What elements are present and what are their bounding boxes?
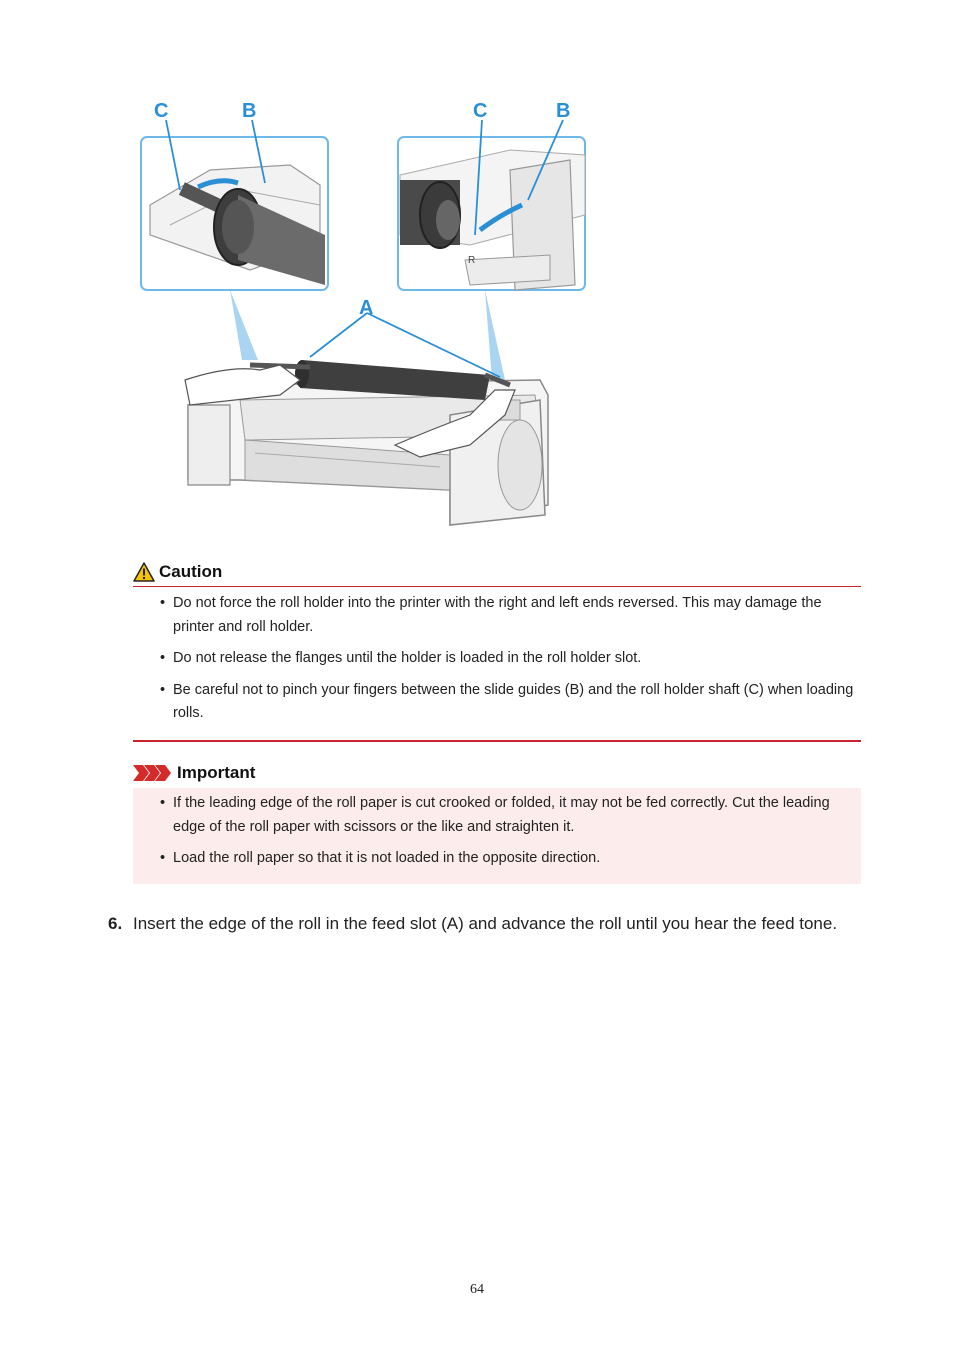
left-b-line <box>251 119 266 184</box>
left-hand <box>184 364 301 406</box>
step-6: 6. Insert the edge of the roll in the fe… <box>108 910 848 937</box>
caution-list: Do not force the roll holder into the pr… <box>160 592 860 734</box>
important-heading: Important <box>133 760 255 786</box>
printer-diagram: R C B C <box>140 100 586 526</box>
callout-c-right: C <box>473 100 487 122</box>
triple-chevron-icon <box>133 765 171 781</box>
roll-loading-illustration: R C B C <box>130 95 600 535</box>
printer-body <box>187 379 549 526</box>
important-item: If the leading edge of the roll paper is… <box>160 792 860 839</box>
left-c-line <box>165 119 181 191</box>
important-item: Load the roll paper so that it is not lo… <box>160 847 860 871</box>
callout-a: A <box>359 297 373 319</box>
caution-heading: Caution <box>133 558 861 587</box>
right-inset: R <box>397 136 586 291</box>
caution-item: Do not force the roll holder into the pr… <box>160 592 860 639</box>
important-list: If the leading edge of the roll paper is… <box>160 792 860 879</box>
important-title: Important <box>177 763 256 782</box>
callout-b-left: B <box>242 100 256 122</box>
callout-b-right: B <box>556 100 570 122</box>
right-c-line <box>474 119 483 236</box>
left-inset <box>140 136 329 291</box>
callout-c-left: C <box>154 100 168 122</box>
caution-item: Be careful not to pinch your fingers bet… <box>160 679 860 726</box>
a-callout-lines <box>309 312 501 378</box>
panel-mark-label: R <box>468 255 475 266</box>
step-number: 6. <box>108 914 123 933</box>
right-hand <box>393 389 516 458</box>
section-divider <box>133 740 861 742</box>
page-number: 64 <box>470 1282 484 1297</box>
caution-item: Do not release the flanges until the hol… <box>160 647 860 671</box>
warning-triangle-icon <box>133 562 155 582</box>
step-text: Insert the edge of the roll in the feed … <box>133 914 838 933</box>
right-b-line <box>527 119 564 201</box>
caution-title: Caution <box>159 562 223 581</box>
left-inset-pointer <box>230 290 258 360</box>
right-inset-pointer <box>485 290 505 380</box>
